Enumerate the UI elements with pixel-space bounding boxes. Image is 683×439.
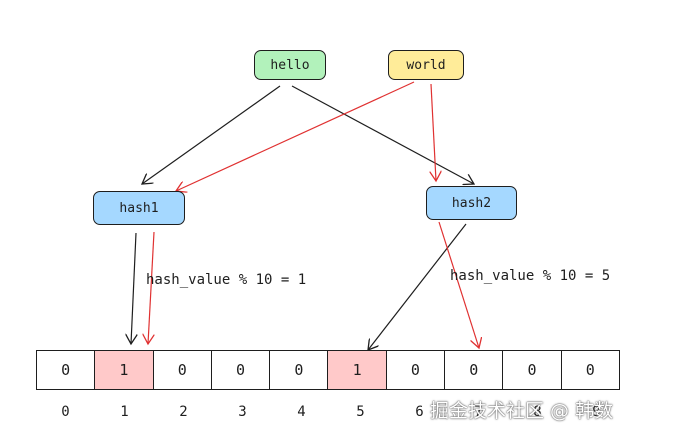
hash1-formula-label: hash_value % 10 = 1 (146, 272, 307, 288)
bit-cell-6: 0 (386, 351, 446, 389)
bit-cell-2: 0 (153, 351, 212, 389)
index-label-7: 7 (474, 404, 483, 420)
hash2-node: hash2 (426, 186, 517, 220)
bit-cell-7: 0 (445, 351, 504, 389)
bit-cell-5: 1 (328, 351, 387, 389)
arrow-world-to-hash1 (176, 81, 415, 191)
index-label-2: 2 (179, 404, 188, 420)
bit-cell-8: 0 (503, 351, 562, 389)
watermark: 掘金技术社区 @ 韩数 (430, 400, 614, 422)
arrow-hash2-to-cell7-red (438, 221, 479, 348)
index-label-3: 3 (238, 404, 247, 420)
index-label-9: 9 (592, 404, 601, 420)
bit-cell-9: 0 (561, 351, 620, 389)
arrow-hello-to-hash1 (142, 85, 281, 184)
index-label-6: 6 (415, 404, 424, 420)
bit-cell-4: 0 (270, 351, 329, 389)
arrow-hash1-to-cell1-black (131, 232, 136, 344)
index-label-5: 5 (356, 404, 365, 420)
arrow-world-to-hash2 (431, 83, 436, 181)
index-label-1: 1 (120, 404, 129, 420)
arrow-hash1-to-cell1-red (148, 231, 155, 344)
index-row: 0 1 2 3 4 5 6 7 8 9 (36, 404, 626, 420)
index-label-8: 8 (533, 404, 542, 420)
bit-array: 0 1 0 0 0 1 0 0 0 0 (36, 350, 620, 390)
hash2-formula-label: hash_value % 10 = 5 (450, 268, 611, 284)
index-label-0: 0 (61, 404, 70, 420)
arrow-hash2-to-cell5-black (368, 223, 467, 350)
bit-cell-1: 1 (95, 351, 154, 389)
hello-node: hello (254, 50, 326, 80)
bit-cell-0: 0 (37, 351, 96, 389)
world-node: world (388, 50, 464, 80)
hash1-node: hash1 (93, 191, 185, 225)
arrow-hello-to-hash2 (291, 85, 474, 184)
bit-cell-3: 0 (211, 351, 271, 389)
index-label-4: 4 (297, 404, 306, 420)
